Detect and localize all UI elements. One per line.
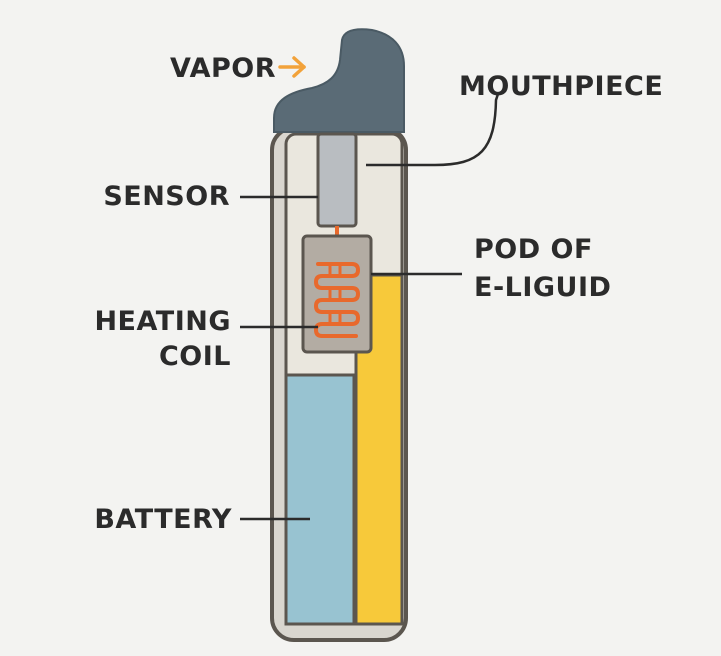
vapor-label: VAPOR — [170, 53, 276, 84]
mouthpiece-label: MOUTHPIECE — [459, 71, 663, 102]
sensor-label: SENSOR — [103, 181, 230, 212]
coil-icon — [314, 262, 360, 338]
mouthpiece-leader — [366, 93, 500, 167]
right-arrow-icon — [278, 56, 306, 78]
heating-label-line2: COIL — [159, 341, 231, 372]
pod-label-line1: POD OF — [474, 234, 593, 265]
pod-label-line2: E-LIGUID — [474, 272, 611, 303]
mouthpiece-cap — [273, 28, 405, 133]
sensor-block — [316, 132, 358, 228]
battery-cell — [284, 373, 356, 626]
leader-lines — [240, 93, 500, 521]
battery-label: BATTERY — [94, 504, 232, 535]
heating-label-line1: HEATING — [94, 306, 231, 337]
